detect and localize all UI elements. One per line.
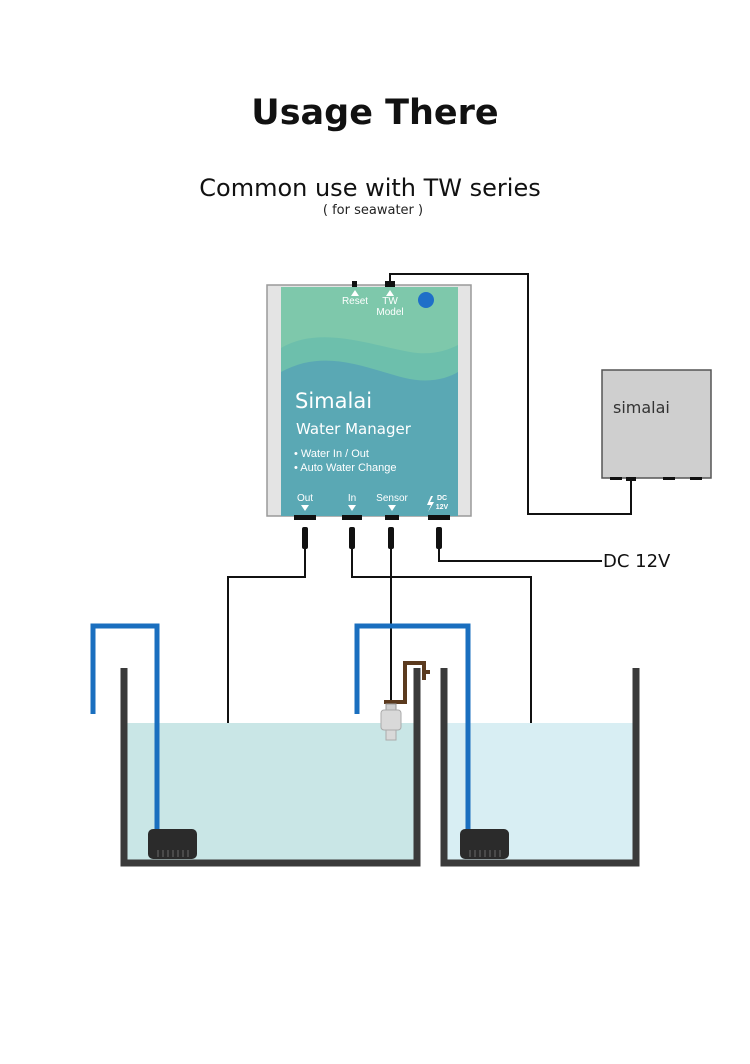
controller-port [626,477,636,481]
sensor-float-body [380,709,402,731]
level-sensor [380,661,430,741]
out-plug [302,527,308,549]
reset-label: Reset [342,296,368,307]
sensor-plug [388,527,394,549]
dc-port-label-line1: DC [437,495,447,502]
tw-model-label-line1: TW [382,296,398,307]
device-face-body [281,360,458,490]
controller-brand: simalai [613,398,670,417]
status-led [418,292,434,308]
out-arrow-icon [301,505,309,511]
dc-port [428,515,450,520]
dc-plug [436,527,442,549]
in-port-label: In [348,493,356,504]
page-title: Usage There [251,93,498,133]
reset-port [352,281,357,287]
out-pipe [90,623,160,832]
cable-plugs [302,527,442,549]
tw-model-port [385,281,395,287]
device-brand: Simalai [295,389,372,413]
controller-foot-3 [690,477,702,480]
in-arrow-icon [348,505,356,511]
out-port [294,515,316,520]
left-pump-grille [157,850,189,857]
out-port-label: Out [297,493,313,504]
page-note: ( for seawater ) [323,203,423,218]
dc-12v-label: DC 12V [603,551,671,572]
sensor-arrow-icon [388,505,396,511]
dc-port-label-line2: 12V [436,504,449,511]
tw-model-label-line2: Model [376,307,403,318]
page-subtitle: Common use with TW series [199,174,540,202]
sensor-bracket [384,661,430,704]
tw-controller: simalai [601,369,712,481]
water-manager-device: Reset TW Model Simalai Water Manager • W… [266,281,472,520]
device-feature-1: • Water In / Out [294,448,369,460]
controller-foot-1 [610,477,622,480]
controller-foot-2 [663,477,675,480]
in-plug [349,527,355,549]
right-tank-walls [440,668,640,867]
device-product-name: Water Manager [296,420,412,438]
dc-power-cable [438,549,602,562]
sensor-float-tip [385,729,397,741]
sensor-port-label: Sensor [376,493,408,504]
left-tank-walls [120,668,421,867]
right-pump-body [460,829,509,859]
right-pump-grille [469,850,501,857]
sensor-float-top [385,703,397,711]
tw-model-cable [389,273,632,515]
reset-arrow-icon [351,290,359,296]
left-pump-body [148,829,197,859]
lightning-icon [427,496,434,512]
device-feature-2: • Auto Water Change [294,462,397,474]
tw-model-arrow-icon [386,290,394,296]
left-pump [148,829,197,859]
sensor-port [385,515,399,520]
controller-box [601,369,712,479]
right-pump [460,829,509,859]
water-pipes [90,623,471,832]
in-port [342,515,362,520]
in-pipe [354,623,471,832]
